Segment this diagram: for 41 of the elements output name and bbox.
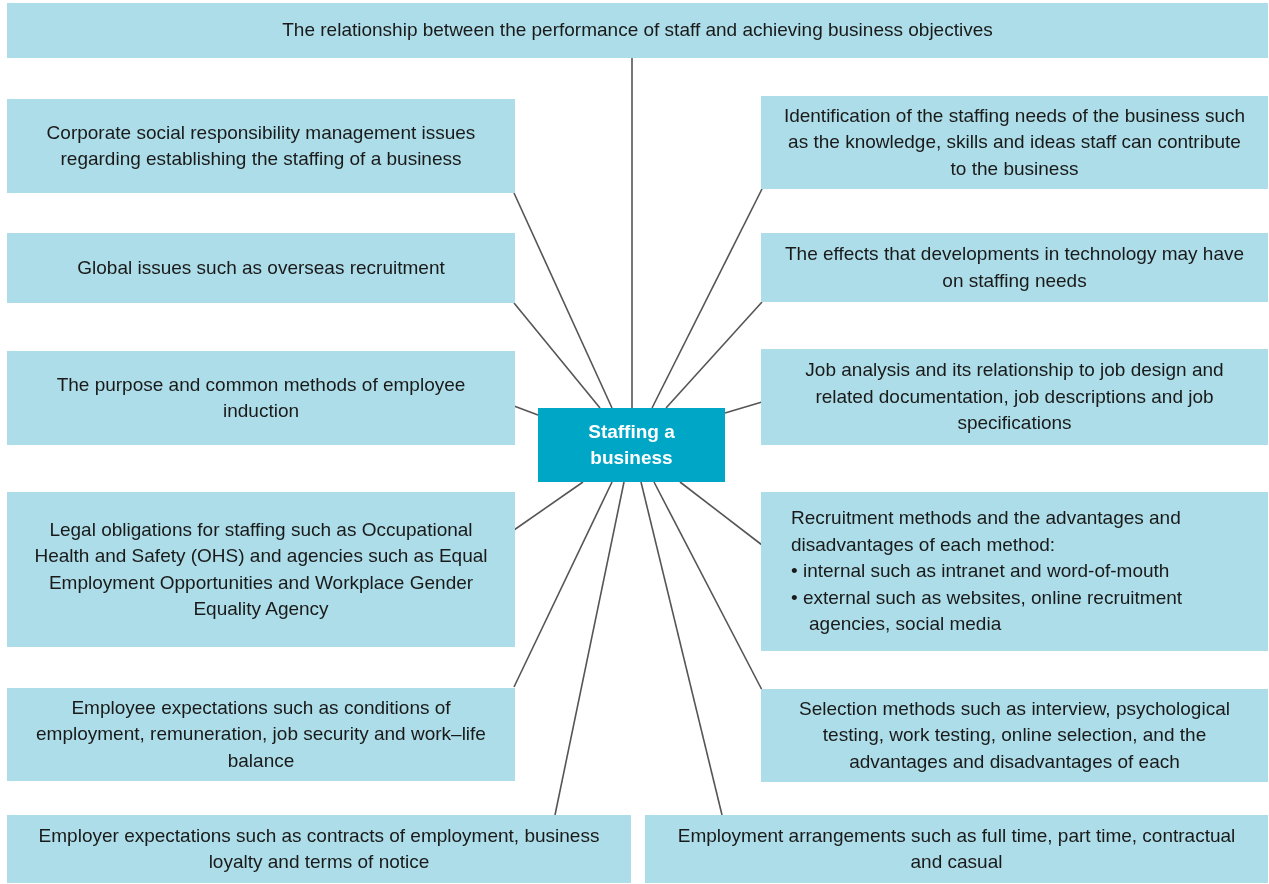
topic-box [761,233,1268,302]
connector-line [554,481,625,816]
topic-box [761,349,1268,445]
topic-box [761,96,1268,189]
topic-box [761,689,1268,782]
connector-line [640,481,723,816]
topic-text: Staffing a business [587,420,676,470]
connector-line [513,192,613,409]
connector-line [665,301,763,409]
topic-box [7,233,515,303]
connector-line [679,481,763,546]
topic-text: Corporate social responsibility management issues regarding establishing the staffing of a business [45,120,477,171]
topic-box [7,815,631,883]
bullet-item: • internal such as intranet and word-of-mouth [791,559,1171,584]
topic-text: The purpose and common methods of employee induction [55,372,467,423]
topic-text: Employee expectations such as conditions of employment, remuneration, job security and work–life balance [35,695,487,773]
topic-text: The effects that developments in technology may have on staffing needs [783,242,1246,293]
connector-line [653,481,763,691]
topic-box [7,99,515,193]
topic-box [7,492,515,647]
topic-text: Employment arrangements such as full time, part time, contractual and casual [676,823,1237,874]
topic-text: Recruitment methods and the advantages and disadvantages of each method: [791,506,1182,557]
topic-text: Employer expectations such as contracts of employment, business loyalty and terms of notice [37,823,601,874]
connector-line [651,188,763,409]
topic-text: Global issues such as overseas recruitment [77,255,445,280]
topic-box [645,815,1268,883]
connector-line [724,401,763,414]
connector-line [631,57,633,409]
topic-text: The relationship between the performance of staff and achieving business objectives [282,18,993,43]
bullet-item: • external such as websites, online recruitment agencies, social media [791,585,1184,637]
topic-text: Selection methods such as interview, psychological testing, work testing, online selection, and the advantages and disadvantages of each [798,696,1231,774]
topic-box [7,351,515,445]
topic-text: Legal obligations for staffing such as Occupational Health and Safety (OHS) and agencies such as Equal Employment Opportunities and Workplace Gender Equality Agency [33,517,489,621]
central-topic-box [538,408,725,482]
topic-text: Identification of the staffing needs of the business such as the knowledge, skills and ideas staff can contribute to the business [783,103,1246,181]
topic-box [7,3,1268,58]
topic-box [7,688,515,781]
connector-line [513,481,613,688]
topic-text: Job analysis and its relationship to job design and related documentation, job descriptions and job specifications [804,358,1225,436]
connector-line [513,302,601,409]
topic-box [761,492,1268,651]
